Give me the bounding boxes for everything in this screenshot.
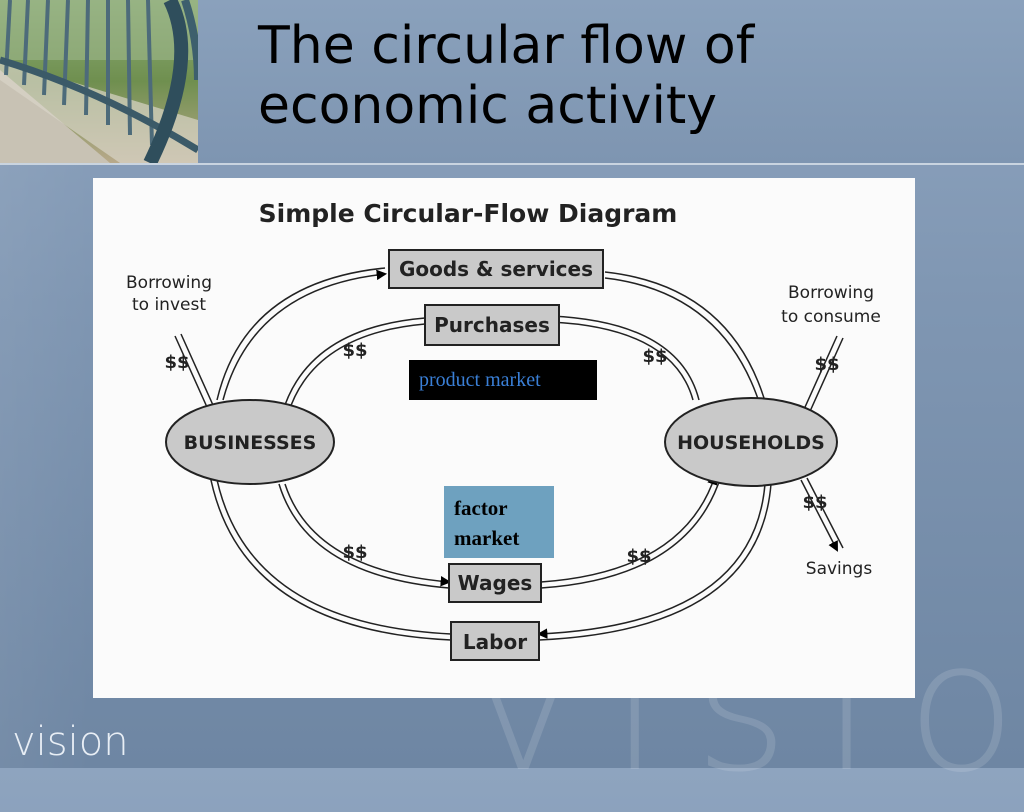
borrowing-consume-line1: Borrowing bbox=[788, 283, 874, 303]
money-savings: $$ bbox=[802, 492, 827, 513]
labor-box: Labor bbox=[450, 621, 540, 661]
borrowing-consume-line2: to consume bbox=[781, 307, 881, 327]
wages-label: Wages bbox=[458, 571, 533, 595]
households-label: HOUSEHOLDS bbox=[677, 432, 825, 454]
invest-arrow bbox=[174, 335, 213, 418]
labor-label: Labor bbox=[463, 630, 527, 654]
slide-title: The circular flow of economic activity bbox=[258, 16, 958, 136]
purchases-flow-left bbox=[285, 323, 426, 417]
goods-services-box: Goods & services bbox=[388, 249, 604, 289]
money-right-consume: $$ bbox=[814, 354, 839, 375]
money-purchases-left: $$ bbox=[342, 340, 367, 361]
circular-flow-diagram: Simple Circular-Flow Diagram bbox=[93, 178, 915, 698]
money-wages-left: $$ bbox=[342, 542, 367, 563]
wages-flow-right bbox=[540, 474, 718, 583]
goods-services-label: Goods & services bbox=[399, 257, 593, 281]
households-node: HOUSEHOLDS bbox=[664, 397, 838, 487]
borrowing-invest-line1: Borrowing bbox=[126, 273, 212, 293]
bridge-photo bbox=[0, 0, 198, 163]
goods-flow-right bbox=[604, 271, 770, 411]
product-market-label: product market bbox=[409, 360, 597, 400]
purchases-label: Purchases bbox=[434, 313, 550, 337]
factor-market-label: factor market bbox=[444, 486, 554, 558]
savings-label: Savings bbox=[806, 559, 873, 579]
borrowing-invest-line2: to invest bbox=[132, 295, 206, 315]
wages-box: Wages bbox=[448, 563, 542, 603]
businesses-node: BUSINESSES bbox=[165, 399, 335, 485]
savings-arrow bbox=[800, 479, 838, 552]
labor-flow-right bbox=[536, 483, 766, 639]
title-line-2: economic activity bbox=[258, 76, 718, 136]
left-decor-strip bbox=[0, 165, 92, 768]
wages-flow-left bbox=[284, 483, 452, 587]
vision-logo: vision bbox=[12, 719, 129, 765]
factor-market-line1: factor bbox=[454, 496, 508, 520]
purchases-flow-right bbox=[548, 317, 694, 401]
purchases-box: Purchases bbox=[424, 304, 560, 346]
money-wages-right: $$ bbox=[626, 546, 651, 567]
diagram-heading: Simple Circular-Flow Diagram bbox=[259, 199, 678, 228]
money-purchases-right: $$ bbox=[642, 346, 667, 367]
goods-flow-left bbox=[222, 269, 388, 401]
factor-market-line2: market bbox=[454, 526, 520, 550]
consume-arrow bbox=[799, 335, 838, 418]
labor-flow-left bbox=[211, 467, 452, 635]
title-line-1: The circular flow of bbox=[258, 16, 755, 76]
money-left-invest: $$ bbox=[164, 352, 189, 373]
businesses-label: BUSINESSES bbox=[184, 432, 317, 454]
